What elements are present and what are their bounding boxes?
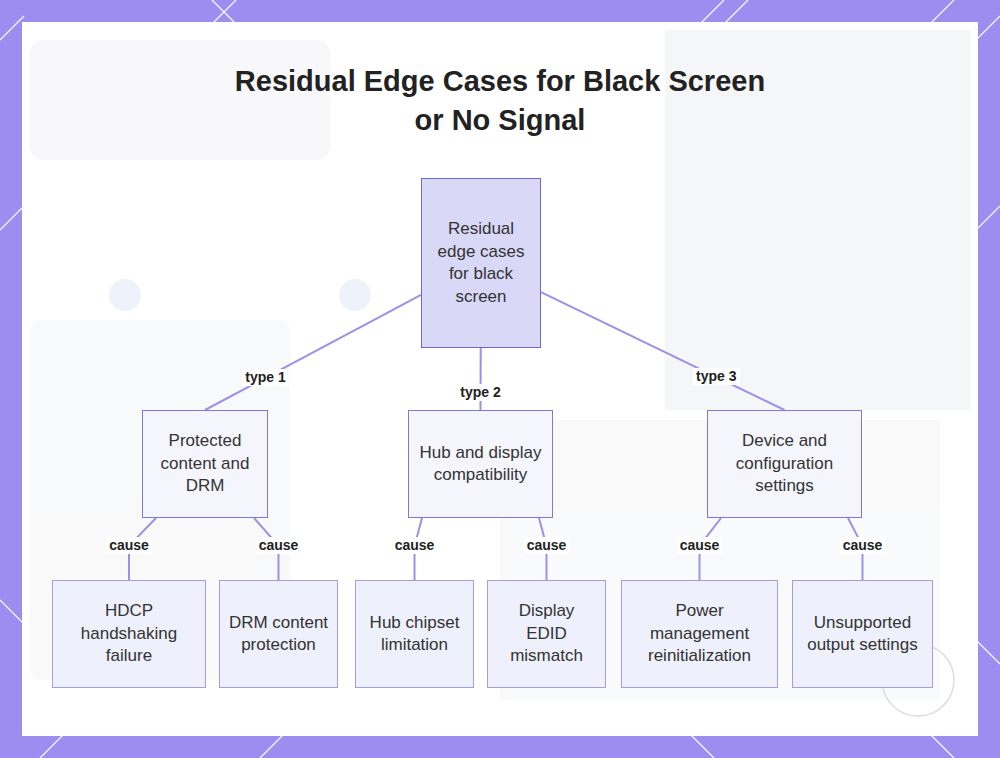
edge-label: type 3 <box>693 368 739 385</box>
category-box: DRM content protection <box>219 580 338 688</box>
node-label: Device and configuration settings <box>716 430 853 498</box>
category-box: Display EDID mismatch <box>487 580 606 688</box>
category-box: Power management reinitialization <box>621 580 778 688</box>
connector-line <box>205 295 421 410</box>
node-label: Residual edge cases for black screen <box>430 218 532 308</box>
edge-label: cause <box>677 537 723 554</box>
content-panel <box>22 22 978 736</box>
edge-label: cause <box>256 537 302 554</box>
category-box: Device and configuration settings <box>707 410 862 518</box>
node-label: Power management reinitialization <box>630 600 769 668</box>
category-box: Protected content and DRM <box>142 410 268 518</box>
edge-label: type 1 <box>242 369 288 386</box>
root-box: Residual edge cases for black screen <box>421 178 541 348</box>
edge-label: cause <box>524 537 570 554</box>
node-label: Hub chipset limitation <box>364 612 465 657</box>
category-box: Unsupported output settings <box>792 580 933 688</box>
edge-label: cause <box>106 537 152 554</box>
node-label: Unsupported output settings <box>801 612 924 657</box>
node-label: Protected content and DRM <box>151 430 259 498</box>
category-box: HDCP handshaking failure <box>52 580 206 688</box>
node-label: DRM content protection <box>228 612 329 657</box>
edge-label: type 2 <box>457 384 503 401</box>
edge-label: cause <box>840 537 886 554</box>
node-label: HDCP handshaking failure <box>61 600 197 668</box>
node-label: Display EDID mismatch <box>496 600 597 668</box>
connector-line <box>541 292 785 410</box>
diagram-title: Residual Edge Cases for Black Screen or … <box>225 62 775 140</box>
edge-label: cause <box>392 537 438 554</box>
category-box: Hub chipset limitation <box>355 580 474 688</box>
blurred-photo <box>30 30 970 700</box>
node-label: Hub and display compatibility <box>417 442 544 487</box>
category-box: Hub and display compatibility <box>408 410 553 518</box>
